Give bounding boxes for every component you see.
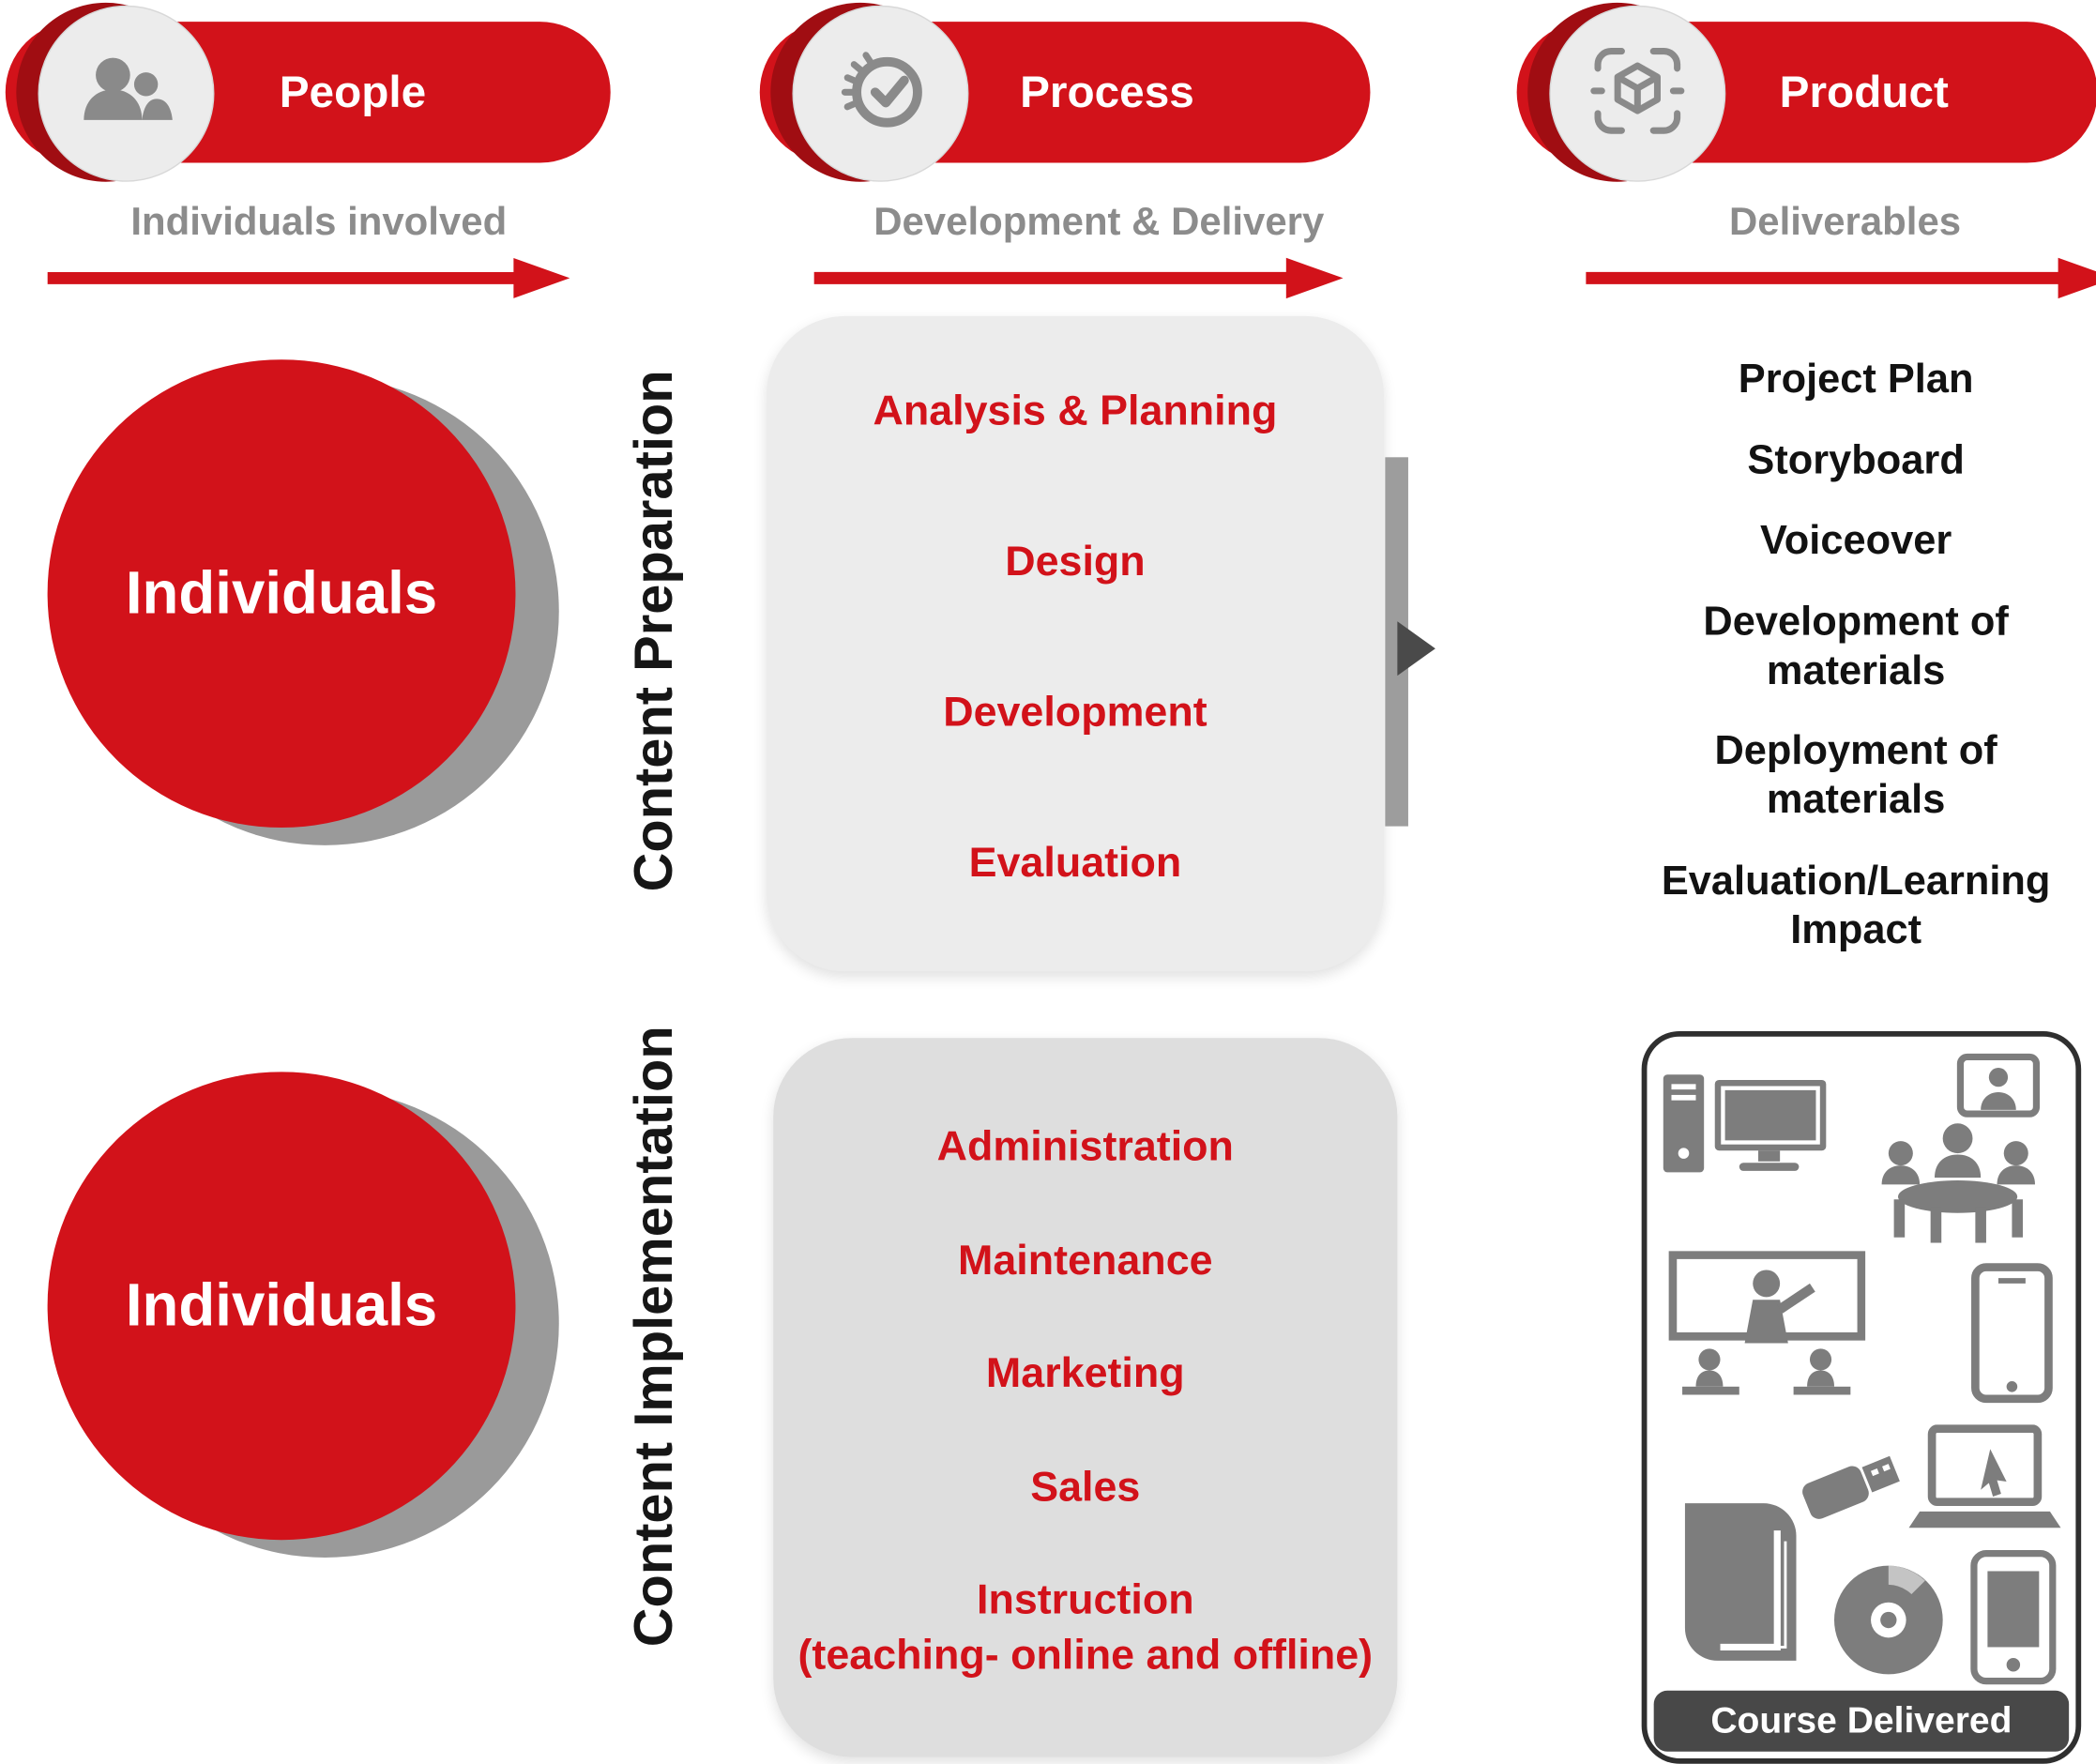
process-icon	[828, 38, 934, 150]
product-flow-arrow-icon	[1585, 255, 2096, 301]
row1-side-label: Content Preparation	[623, 370, 684, 892]
people-icon	[73, 38, 179, 150]
tablet-icon	[1970, 1262, 2055, 1411]
deliverable-item: Evaluation/Learning Impact	[1661, 859, 2051, 953]
product-header-label: Product	[1779, 66, 1949, 117]
deliverable-item: Voiceover	[1760, 518, 1952, 564]
process-item: Marketing	[985, 1348, 1185, 1397]
transition-arrow-icon	[1397, 621, 1435, 677]
classroom-presentation-icon	[1668, 1251, 1866, 1414]
deliverable-item: Project Plan	[1738, 357, 1974, 403]
deliverable-item: Deployment of materials	[1714, 729, 1997, 823]
individuals-label: Individuals	[125, 1271, 438, 1339]
deliverable-item: Storyboard	[1747, 437, 1965, 483]
process-header-label: Process	[1020, 66, 1194, 117]
product-icon	[1585, 38, 1691, 150]
people-header-pill: People	[5, 2, 611, 182]
product-subtitle: Deliverables	[1728, 201, 1962, 245]
process-item: Maintenance	[958, 1235, 1213, 1284]
process-item: Sales	[1030, 1462, 1141, 1511]
usb-drive-icon	[1796, 1441, 1910, 1537]
product-header-pill: Product	[1516, 2, 2096, 182]
individuals-circle-1: Individuals	[47, 359, 516, 829]
content-preparation-process-box: Analysis & Planning Design Development E…	[766, 315, 1384, 972]
process-item: Administration	[936, 1121, 1234, 1170]
process-item-instruction: Instruction (teaching- online and offlin…	[797, 1573, 1373, 1682]
individuals-label: Individuals	[125, 559, 438, 627]
people-header-label: People	[279, 66, 427, 117]
process-item-note: (teaching- online and offline)	[797, 1630, 1374, 1679]
process-item: Development	[943, 687, 1207, 736]
process-item: Design	[1005, 537, 1146, 585]
process-item: Analysis & Planning	[873, 387, 1278, 434]
course-delivered-label: Course Delivered	[1710, 1699, 2012, 1741]
deliverable-item: Development of materials	[1703, 599, 2009, 693]
desktop-computer-icon	[1661, 1072, 1830, 1194]
individuals-circle-2: Individuals	[47, 1072, 516, 1541]
process-item: Evaluation	[968, 838, 1182, 886]
people-flow-arrow-icon	[47, 255, 570, 301]
smartphone-icon	[1970, 1549, 2058, 1692]
meeting-table-icon	[1867, 1118, 2050, 1255]
diagram-canvas: People	[5, 2, 2096, 1764]
process-flow-arrow-icon	[813, 255, 1344, 301]
process-icon-circle	[792, 5, 969, 182]
course-delivered-banner: Course Delivered	[1653, 1690, 2070, 1752]
laptop-icon	[1908, 1424, 2061, 1537]
process-header-pill: Process	[759, 2, 1371, 182]
course-delivered-box: Course Delivered	[1641, 1030, 2082, 1764]
cd-disc-icon	[1831, 1563, 1945, 1684]
row2-side-label: Content Implementation	[623, 1026, 684, 1648]
video-call-icon	[1956, 1053, 2041, 1130]
people-icon-circle	[38, 5, 215, 182]
process-subtitle: Development & Delivery	[873, 201, 1325, 245]
content-implementation-process-box: Administration Maintenance Marketing Sal…	[773, 1038, 1398, 1757]
deliverables-list: Project Plan Storyboard Voiceover Develo…	[1578, 356, 2096, 955]
product-icon-circle	[1549, 5, 1726, 182]
people-subtitle: Individuals involved	[130, 201, 508, 245]
process-item: Instruction	[976, 1575, 1194, 1623]
book-icon	[1663, 1500, 1800, 1670]
